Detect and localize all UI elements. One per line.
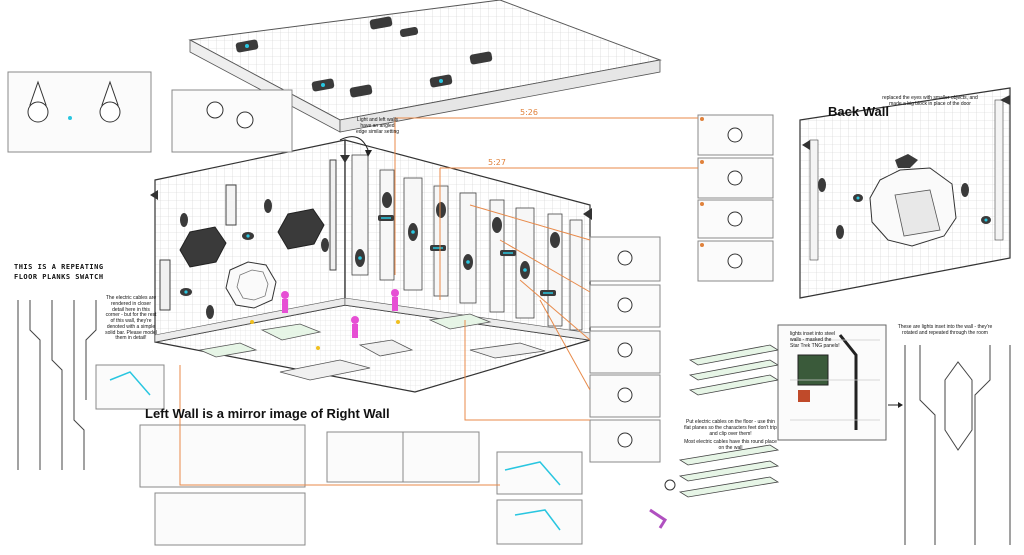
lights-inset-note: lights inset into steel walls - masked t… (790, 331, 840, 349)
floor-planks-swatch (17, 300, 97, 470)
timing-label-2: 5:27 (488, 158, 506, 167)
floor-cables-note: Put electric cables on the floor - use t… (684, 419, 777, 437)
floor-swatch-title-line1: THIS IS A REPEATING (14, 263, 104, 271)
storyboard-column-b (697, 114, 774, 282)
floor-swatch-title-line2: FLOOR PLANKS SWATCH (14, 273, 104, 281)
left-wall-title: Left Wall is a mirror image of Right Wal… (145, 406, 390, 421)
back-wall-elevation (799, 87, 1011, 299)
wall-cables-note: Most electric cables have this round pla… (684, 439, 777, 451)
floor-cable-pieces (649, 344, 780, 529)
back-wall-title: Back Wall (828, 104, 889, 119)
storyboard-top-left (7, 71, 293, 153)
light-slots-note: Light and left walls have an angled edge… (355, 117, 400, 135)
connector-lines (179, 117, 698, 486)
electric-cables-note: The electric cables are rendered in clos… (105, 295, 157, 342)
storyboard-column-a (589, 236, 661, 463)
main-room-isometric (150, 139, 592, 393)
back-wall-note: replaced the eyes with smaller objects, … (882, 95, 978, 107)
storyboard-bottom (95, 364, 583, 546)
character-figures (250, 289, 400, 350)
ceiling-plan (188, 0, 662, 133)
timing-label-1: 5:26 (520, 108, 538, 117)
wall-lights-note: These are lights inset into the wall - t… (897, 324, 993, 336)
light-inset-reference (777, 324, 903, 441)
wall-light-pattern (904, 345, 1011, 545)
